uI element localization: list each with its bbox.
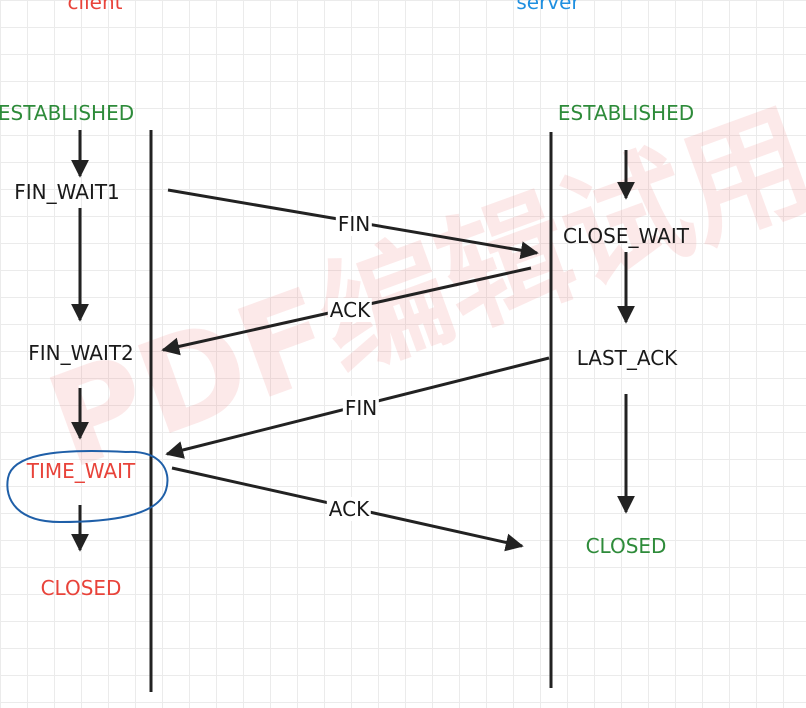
server-state-close-wait: CLOSE_WAIT <box>563 224 689 248</box>
message-label-ack-1: ACK <box>327 298 373 322</box>
message-label-ack-2: ACK <box>326 497 372 521</box>
server-state-closed: CLOSED <box>585 534 667 558</box>
client-state-fin-wait2: FIN_WAIT2 <box>28 341 134 365</box>
message-label-fin-1: FIN <box>335 212 373 236</box>
server-state-established: ESTABLISHED <box>557 101 695 125</box>
client-state-fin-wait1: FIN_WAIT1 <box>14 180 120 204</box>
client-state-time-wait: TIME_WAIT <box>26 459 136 483</box>
server-state-last-ack: LAST_ACK <box>576 346 678 370</box>
client-header: client <box>67 0 123 14</box>
time-wait-highlight-circle <box>6 450 169 524</box>
server-header: server <box>516 0 580 14</box>
message-label-fin-2: FIN <box>342 396 380 420</box>
client-state-established: ESTABLISHED <box>0 101 135 125</box>
client-state-closed: CLOSED <box>40 576 122 600</box>
